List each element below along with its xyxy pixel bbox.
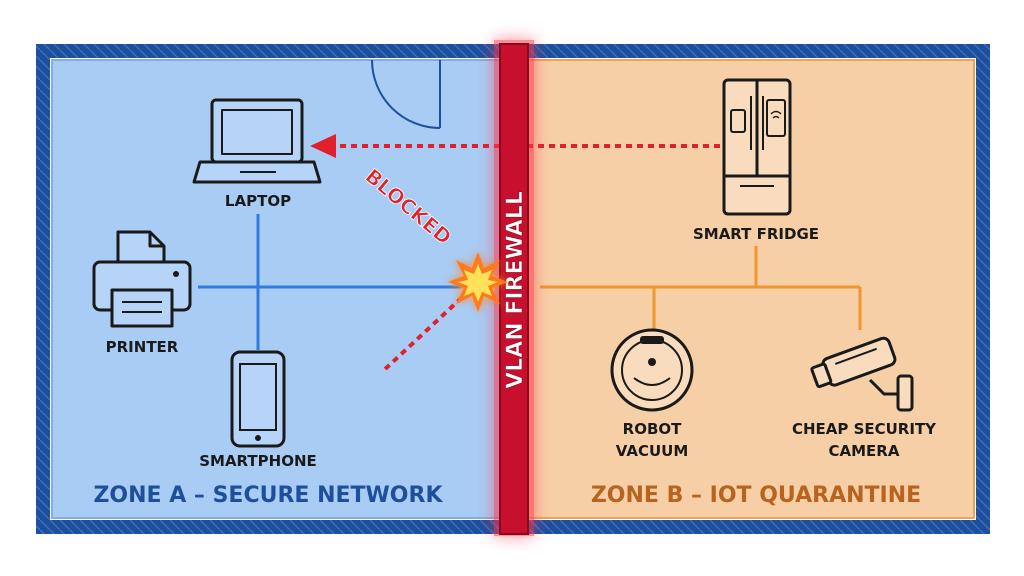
vlan-firewall: VLAN FIREWALL bbox=[494, 40, 534, 536]
camera-label-line2: CAMERA bbox=[829, 442, 900, 460]
explosion-icon bbox=[448, 252, 508, 312]
blocked-arrowhead-icon bbox=[310, 134, 336, 158]
printer-icon bbox=[92, 230, 192, 328]
laptop-icon bbox=[192, 98, 322, 184]
zone-b-links bbox=[540, 246, 862, 336]
security-camera-icon bbox=[810, 336, 914, 412]
robot-vacuum-label-line2: VACUUM bbox=[616, 442, 689, 460]
robot-vacuum-label-line1: ROBOT bbox=[623, 420, 682, 438]
robot-vacuum-icon bbox=[610, 328, 694, 412]
laptop-label: LAPTOP bbox=[225, 192, 291, 210]
zone-b-label: ZONE B – IOT QUARANTINE bbox=[591, 483, 921, 508]
blocked-traffic bbox=[332, 144, 720, 374]
zone-a-links bbox=[198, 214, 470, 350]
smart-fridge-label: SMART FRIDGE bbox=[693, 225, 819, 243]
smartphone-label: SMARTPHONE bbox=[199, 452, 317, 470]
smart-fridge-icon bbox=[722, 78, 792, 216]
zone-a-label: ZONE A – SECURE NETWORK bbox=[93, 483, 443, 508]
camera-label-line1: CHEAP SECURITY bbox=[792, 420, 937, 438]
door-icon bbox=[371, 59, 441, 129]
printer-label: PRINTER bbox=[106, 338, 179, 356]
smartphone-icon bbox=[230, 350, 286, 448]
firewall-label: VLAN FIREWALL bbox=[503, 191, 528, 389]
